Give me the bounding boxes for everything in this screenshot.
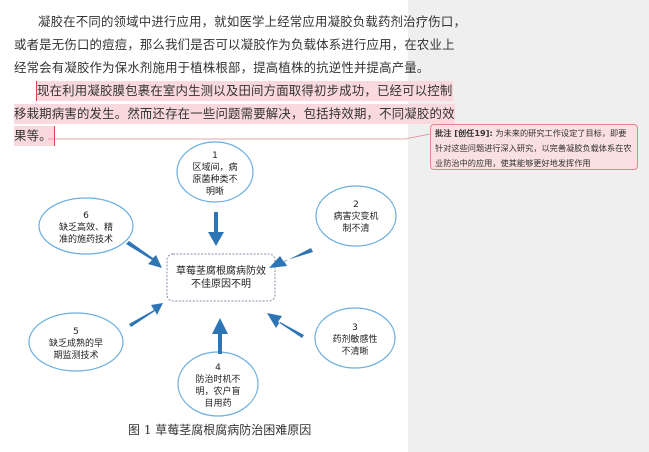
arrow-2 — [269, 248, 313, 268]
paragraph-line: 凝胶在不同的领域中进行应用，就如医学上经常应用凝胶负载药剂治疗伤口， — [38, 14, 467, 29]
arrow-1 — [208, 212, 224, 246]
node-ellipse-6 — [38, 197, 134, 255]
center-label: 草莓茎腐根腐病防效不佳原因不明 — [176, 266, 266, 290]
center-box — [166, 253, 276, 302]
commented-line[interactable]: 移栽期病害的发生。然而还存在一些问题需要解决，包括持效期，不同凝胶的效 — [14, 104, 455, 124]
arrow-4 — [212, 318, 228, 354]
document-page: 凝胶在不同的领域中进行应用，就如医学上经常应用凝胶负载药剂治疗伤口， 或者是无伤… — [0, 0, 466, 452]
diagram — [28, 141, 397, 417]
figure-caption: 图 1 草莓茎腐根腐病防治困难原因 — [128, 423, 312, 437]
paragraph-line: 经常会有凝胶作为保水剂施用于植株根部，提高植株的抗逆性并提高产量。 — [14, 60, 430, 75]
arrow-5 — [129, 303, 163, 327]
comment-author: 批注 [创任19]: — [435, 128, 493, 138]
comment-text: 为未来的研究工作设定了目标，即要针对这些问题进行深入研究，以完善凝胶负载体系在农… — [435, 128, 632, 168]
node-ellipse-5 — [28, 312, 124, 372]
node-ellipse-2 — [315, 185, 397, 247]
node-ellipse-3 — [314, 307, 396, 369]
commented-line[interactable]: 现在利用凝胶膜包裹在室内生测以及田间方面取得初步成功，已经可以控制 — [36, 81, 453, 101]
paragraph-line: 或者是无伤口的痘痘，那么我们是否可以凝胶作为负载体系进行应用，在农业上 — [14, 37, 455, 52]
node-ellipse-1 — [176, 141, 254, 203]
comment-balloon[interactable]: 批注 [创任19]: 为未来的研究工作设定了目标，即要针对这些问题进行深入研究，… — [430, 124, 638, 170]
arrow-3 — [267, 313, 304, 338]
arrow-6 — [126, 241, 162, 268]
arrows — [126, 212, 313, 354]
